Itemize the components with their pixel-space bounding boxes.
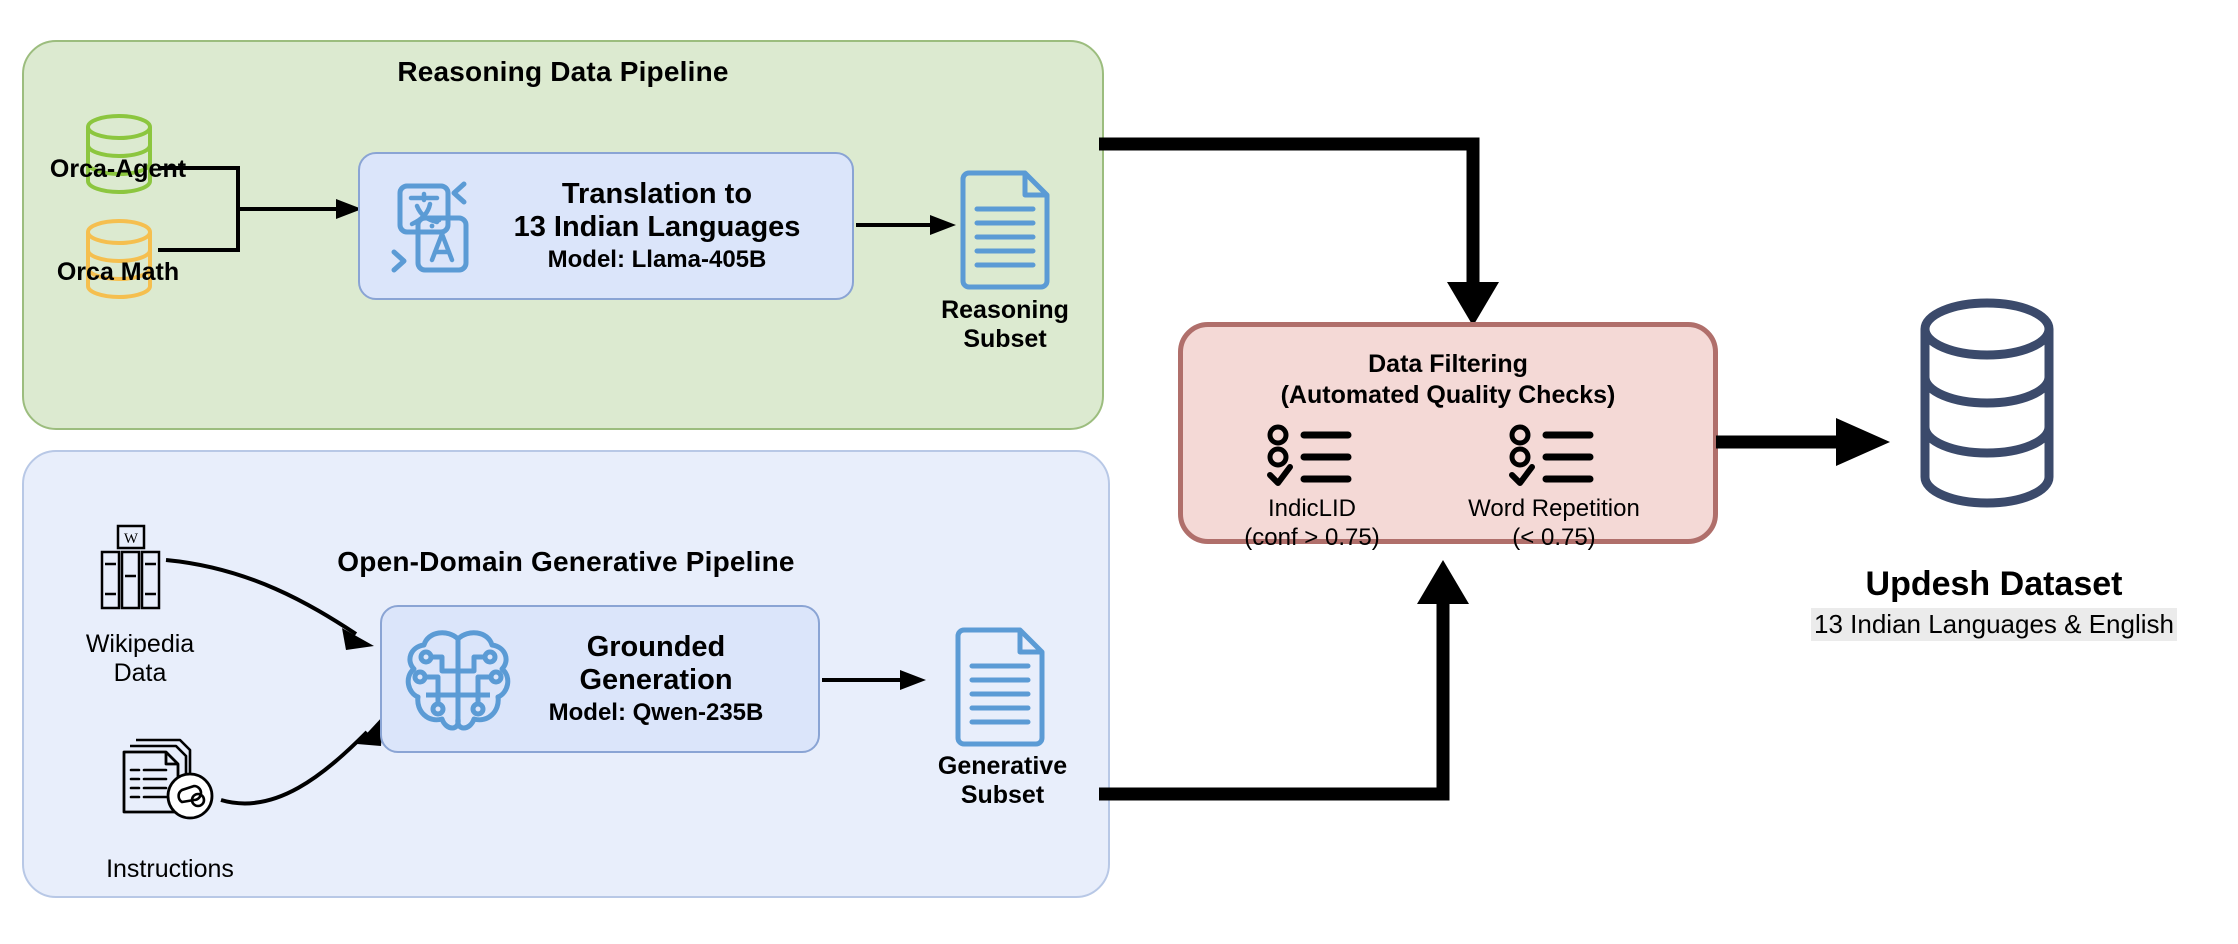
checklist-icon (1509, 424, 1594, 486)
instructions-label: Instructions (106, 855, 234, 883)
arrow-translation-to-reasoning-subset (856, 215, 956, 235)
filter-check-word-repetition: Word Repetition (< 0.75) (1459, 424, 1649, 553)
database-icon-orca-math (83, 218, 155, 310)
wikipedia-books-icon: W (100, 524, 164, 612)
arrow-generative-subset-to-filtering (1099, 560, 1469, 801)
translation-process-text: Translation to 13 Indian Languages Model… (360, 178, 852, 273)
generative-subset-label: Generative Subset (937, 752, 1068, 809)
generation-line-2: Generation (579, 663, 733, 696)
generation-line-1: Grounded (586, 631, 726, 664)
arrow-filtering-to-updesh-dataset (1716, 418, 1890, 466)
word-repetition-name: Word Repetition (1468, 495, 1640, 522)
arrow-instructions-to-generation (220, 716, 383, 806)
generative-pipeline-title: Open-Domain Generative Pipeline (337, 546, 795, 577)
reasoning-pipeline-title: Reasoning Data Pipeline (397, 56, 729, 87)
updesh-dataset-subtitle: 13 Indian Languages & English (1811, 608, 2177, 641)
wikipedia-data-label: Wikipedia Data (85, 630, 195, 687)
arrow-generation-to-generative-subset (822, 670, 926, 690)
reasoning-subset-label: Reasoning Subset (941, 296, 1069, 353)
grounded-generation-process-box: Grounded Generation Model: Qwen-235B (380, 605, 820, 753)
arrow-wikipedia-to-generation (165, 558, 374, 650)
translation-model: Model: Llama-405B (547, 246, 767, 274)
translation-process-box: Translation to 13 Indian Languages Model… (358, 152, 854, 300)
indiclid-name: IndicLID (1267, 495, 1357, 522)
generation-model: Model: Qwen-235B (548, 699, 764, 727)
data-filtering-heading: Data Filtering (Automated Quality Checks… (1280, 350, 1616, 409)
svg-text:W: W (124, 531, 139, 547)
checklist-icon (1267, 424, 1352, 486)
brain-circuit-icon (400, 627, 516, 737)
updesh-dataset-title: Updesh Dataset (1865, 565, 2123, 603)
instruction-documents-icon (122, 728, 220, 824)
orca-math-label: Orca Math (56, 258, 180, 286)
translate-icon (384, 176, 480, 280)
translation-line-1: Translation to (561, 178, 753, 211)
data-filtering-panel: Data Filtering (Automated Quality Checks… (1178, 322, 1718, 551)
indiclid-threshold: (conf > 0.75) (1244, 523, 1380, 551)
generation-process-text: Grounded Generation Model: Qwen-235B (382, 631, 818, 726)
document-icon-reasoning-subset (955, 165, 1059, 290)
filter-check-indiclid: IndicLID (conf > 0.75) (1217, 424, 1407, 553)
updesh-dataset-subtitle-wrap: 13 Indian Languages & English (1764, 608, 2224, 641)
database-icon-orca-agent (83, 113, 155, 205)
word-repetition-threshold: (< 0.75) (1512, 523, 1596, 551)
translation-line-2: 13 Indian Languages (513, 210, 801, 243)
database-stack-icon-updesh (1902, 295, 2072, 535)
source-merge-connector (158, 166, 362, 252)
document-icon-generative-subset (950, 622, 1054, 747)
arrow-reasoning-subset-to-filtering (1099, 137, 1499, 326)
